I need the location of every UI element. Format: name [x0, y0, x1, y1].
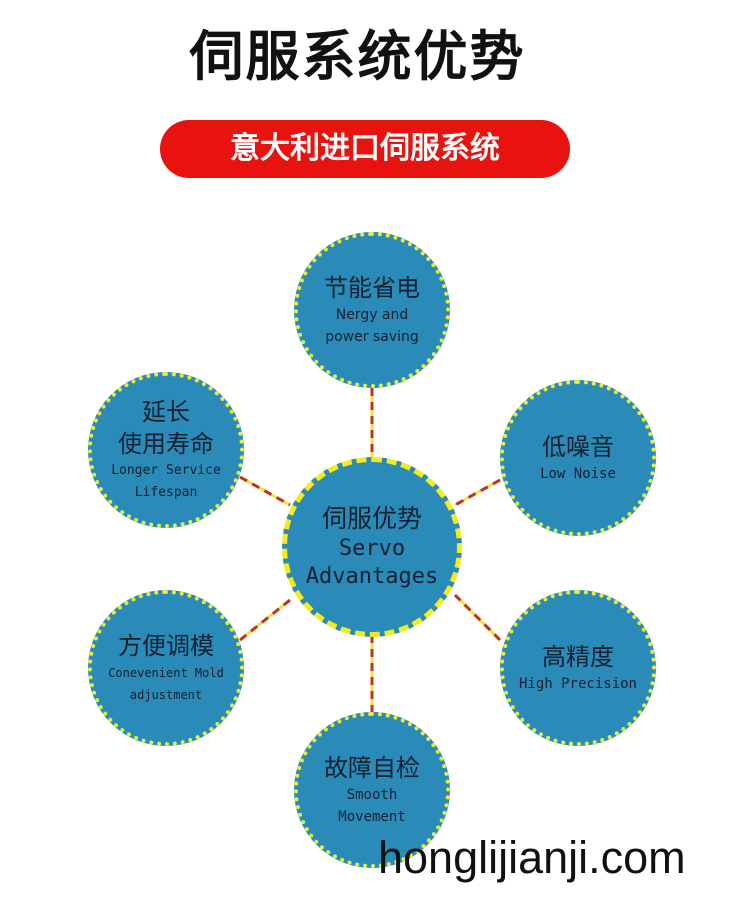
node-en: High Precision	[518, 676, 637, 692]
node-en: Smooth	[346, 787, 398, 803]
node-en: power saving	[325, 329, 419, 345]
node-high-precision: 高精度 High Precision	[500, 590, 656, 746]
node-en: Lifespan	[134, 485, 198, 500]
subtitle-banner: 意大利进口伺服系统	[160, 120, 570, 178]
node-mold-adjustment: 方便调模 Conevenient Mold adjustment	[88, 590, 244, 746]
node-cn: 低噪音	[542, 433, 614, 461]
node-en: Movement	[338, 809, 406, 825]
watermark: honglijianji.com	[378, 832, 686, 883]
node-en: Low Noise	[540, 466, 616, 482]
center-en-1: Servo	[338, 536, 406, 561]
node-cn: 延长	[142, 398, 190, 426]
node-longer-lifespan: 延长 使用寿命 Longer Service Lifespan	[88, 372, 244, 528]
center-node-servo-advantages: 伺服优势 Servo Advantages	[282, 457, 462, 637]
center-en-2: Advantages	[305, 564, 439, 589]
node-cn: 节能省电	[324, 274, 420, 302]
node-cn: 高精度	[542, 643, 614, 671]
node-low-noise: 低噪音 Low Noise	[500, 380, 656, 536]
node-en: Longer Service	[111, 463, 221, 478]
page-title: 伺服系统优势	[189, 25, 526, 88]
node-fault-self-check: 故障自检 Smooth Movement	[294, 712, 450, 868]
node-en: adjustment	[129, 688, 203, 702]
center-cn: 伺服优势	[321, 504, 422, 533]
node-cn: 方便调模	[118, 632, 214, 660]
node-energy-saving: 节能省电 Nergy and power saving	[294, 232, 450, 388]
node-en: Nergy and	[335, 307, 409, 323]
node-cn: 使用寿命	[118, 430, 214, 458]
node-cn: 故障自检	[324, 754, 420, 782]
node-en: Conevenient Mold	[108, 666, 224, 680]
